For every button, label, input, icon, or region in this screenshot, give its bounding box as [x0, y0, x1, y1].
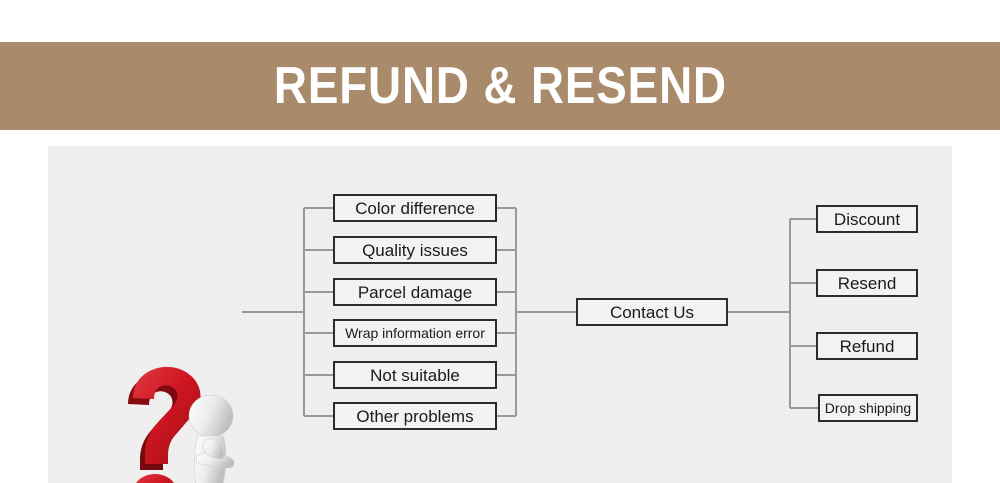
problem-box-not-suitable[interactable]: Not suitable — [333, 361, 497, 389]
outcome-box-label: Discount — [833, 209, 901, 229]
outcome-box-discount[interactable]: Discount — [816, 205, 918, 233]
outcome-box-label: Resend — [837, 273, 897, 293]
problem-box-label: Quality issues — [362, 240, 468, 260]
contact-us-box[interactable]: Contact Us — [576, 298, 728, 326]
problem-box-label: Other problems — [356, 406, 474, 426]
problem-box-parcel-damage[interactable]: Parcel damage — [333, 278, 497, 306]
contact-us-label: Contact Us — [609, 302, 695, 322]
problem-box-quality-issues[interactable]: Quality issues — [333, 236, 497, 264]
problem-box-label: Parcel damage — [357, 282, 473, 302]
connector-lines — [242, 207, 818, 417]
problem-illustration — [110, 364, 270, 483]
problem-box-other-problems[interactable]: Other problems — [333, 402, 497, 430]
problem-box-wrap-information-error[interactable]: Wrap information error — [333, 319, 497, 347]
page-title: REFUND & RESEND — [273, 57, 727, 115]
outcome-box-refund[interactable]: Refund — [816, 332, 918, 360]
question-mark-icon — [128, 366, 235, 483]
outcome-box-label: Drop shipping — [824, 400, 912, 416]
problem-box-color-difference[interactable]: Color difference — [333, 194, 497, 222]
outcome-box-resend[interactable]: Resend — [816, 269, 918, 297]
problem-box-label: Wrap information error — [345, 325, 485, 341]
problem-box-label: Not suitable — [370, 365, 460, 385]
outcome-box-label: Refund — [839, 336, 895, 356]
header-banner: REFUND & RESEND — [0, 42, 1000, 130]
outcome-box-drop-shipping[interactable]: Drop shipping — [818, 394, 918, 422]
problem-box-label: Color difference — [355, 198, 475, 218]
diagram-panel: PROBLEM Color difference Quality issues … — [48, 146, 952, 483]
